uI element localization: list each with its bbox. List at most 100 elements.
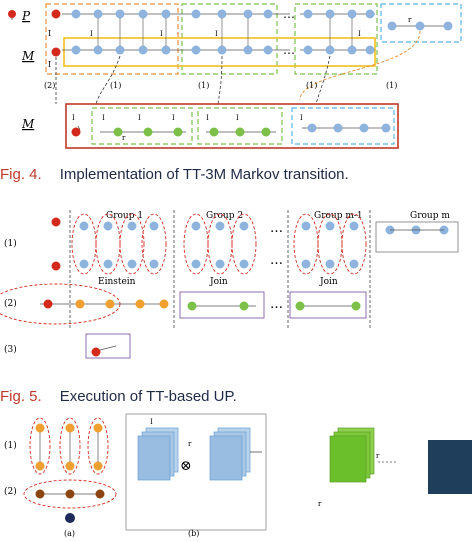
fig4-node xyxy=(71,9,81,19)
fig5-join-box-1 xyxy=(179,291,265,319)
fig4-label-ik1: I xyxy=(215,30,218,38)
fig5-row1-nodes xyxy=(79,221,449,269)
fig5-node xyxy=(215,221,225,231)
fig6-node xyxy=(35,461,45,471)
fig5-row2-base-node xyxy=(43,299,53,309)
fig4-bottom-label-r2: r xyxy=(122,134,126,142)
fig4-step1-label-c: (1) xyxy=(306,81,317,90)
fig4-m-row-box xyxy=(63,37,376,67)
fig4-node xyxy=(161,45,171,55)
fig4-base-node-p xyxy=(8,10,16,18)
fig4-step1-label-b: (1) xyxy=(198,81,209,90)
fig4-node xyxy=(93,9,103,19)
fig4-node xyxy=(325,45,335,55)
fig5-node xyxy=(103,259,113,269)
fig4-group-box-2 xyxy=(181,3,278,75)
fig4-label-ik: I xyxy=(160,30,163,38)
fig4-node xyxy=(443,21,453,31)
fig4-group-box-3 xyxy=(294,3,378,75)
fig5-node xyxy=(79,259,89,269)
fig5-caption-number: Fig. 5. xyxy=(0,388,42,405)
fig6-label-rn: r xyxy=(318,500,322,508)
fig6-node xyxy=(95,489,105,499)
fig6-sub-a-label: (a) xyxy=(64,529,75,538)
fig4-node xyxy=(359,123,369,133)
fig4-bottom-blue-nodes xyxy=(307,123,391,133)
fig6-otimes-sign: ⊗ xyxy=(180,458,192,474)
fig4-node xyxy=(93,45,103,55)
fig4-bottom-green-nodes xyxy=(113,127,271,137)
fig5-row3-box xyxy=(85,333,131,359)
fig5-node xyxy=(349,259,359,269)
fig4-node xyxy=(71,45,81,55)
fig6-tensor-stack-1 xyxy=(137,427,179,481)
fig4-row-label-p: P xyxy=(21,9,31,23)
fig5-groupm-label: Group m xyxy=(410,211,450,221)
fig5-group1-label: Group 1 xyxy=(106,211,143,221)
fig4-node xyxy=(303,9,313,19)
fig6-tensor-stack-green xyxy=(329,427,375,483)
fig6-brown-nodes xyxy=(35,489,105,499)
fig4-node xyxy=(209,127,219,137)
fig6-tensor-stack-2 xyxy=(209,427,251,481)
fig4-node xyxy=(243,45,253,55)
fig4-bottom-group-3 xyxy=(291,107,395,145)
fig4-ellipsis-1: … xyxy=(283,7,295,21)
fig5-node xyxy=(149,221,159,231)
fig4-base-node-p2 xyxy=(51,9,61,19)
fig4-group-box-1 xyxy=(45,3,179,75)
fig5-node xyxy=(187,301,197,311)
fig5-node xyxy=(127,259,137,269)
fig5-node xyxy=(239,221,249,231)
fig6-sub-b-label: (b) xyxy=(188,529,199,538)
fig4-node xyxy=(191,9,201,19)
fig4-bottom-base-node xyxy=(71,127,81,137)
fig6-result-node xyxy=(65,513,75,523)
fig4-node xyxy=(347,9,357,19)
fig4-node xyxy=(191,45,201,55)
fig6-node xyxy=(93,423,103,433)
fig5-group2-label: Group 2 xyxy=(206,211,243,221)
fig4-label-r: r xyxy=(408,16,412,24)
fig5-group-m1-label: Group m-1 xyxy=(314,211,363,221)
fig4-node xyxy=(243,9,253,19)
fig4-group-box-4 xyxy=(380,3,462,43)
fig4-arrow-right xyxy=(299,30,421,101)
fig5-ellipsis-2: … xyxy=(270,253,283,268)
fig4-step2-label: (2) xyxy=(44,81,55,90)
fig5-row2-green-nodes xyxy=(187,301,361,311)
fig5-diagram: Group 1 Group 2 Group m-1 Group m (1) (2… xyxy=(0,210,459,359)
fig6-result-block xyxy=(428,440,472,494)
fig5-ellipsis-3: … xyxy=(270,297,283,312)
fig4-label-i1: I xyxy=(90,30,93,38)
fig4-bottom-label-ibase: I xyxy=(72,114,75,122)
fig5-op-join1: Join xyxy=(209,277,228,287)
fig4-node xyxy=(325,9,335,19)
fig5-op-join2: Join xyxy=(319,277,338,287)
fig5-node xyxy=(301,221,311,231)
fig6-node xyxy=(65,489,75,499)
fig4-label-ibase: I xyxy=(48,29,51,38)
fig4-node xyxy=(115,45,125,55)
fig4-bottom-label-ik: I xyxy=(172,114,175,122)
fig4-node xyxy=(381,123,391,133)
fig6-node xyxy=(35,423,45,433)
fig4-caption-text: Implementation of TT-3M Markov transitio… xyxy=(59,166,349,183)
fig6-diagram: (1) (2) (a) (b) xyxy=(4,413,472,538)
fig5-step3-label: (3) xyxy=(4,344,17,355)
fig4-row-label-mt: M xyxy=(21,117,35,131)
fig5-node xyxy=(301,259,311,269)
fig4-bottom-label-ik1: I xyxy=(206,114,209,122)
fig6-label-in: I xyxy=(150,418,153,426)
fig5-row3-node xyxy=(91,347,101,357)
fig4-node xyxy=(261,127,271,137)
fig4-caption-number: Fig. 4. xyxy=(0,166,42,183)
fig4-bottom-label-i1: I xyxy=(102,114,105,122)
fig4-node xyxy=(217,45,227,55)
fig5-node xyxy=(103,221,113,231)
fig5-step2-label: (2) xyxy=(4,298,17,309)
fig4-node xyxy=(347,45,357,55)
fig5-join-box-2 xyxy=(289,291,367,319)
fig5-node xyxy=(295,301,305,311)
